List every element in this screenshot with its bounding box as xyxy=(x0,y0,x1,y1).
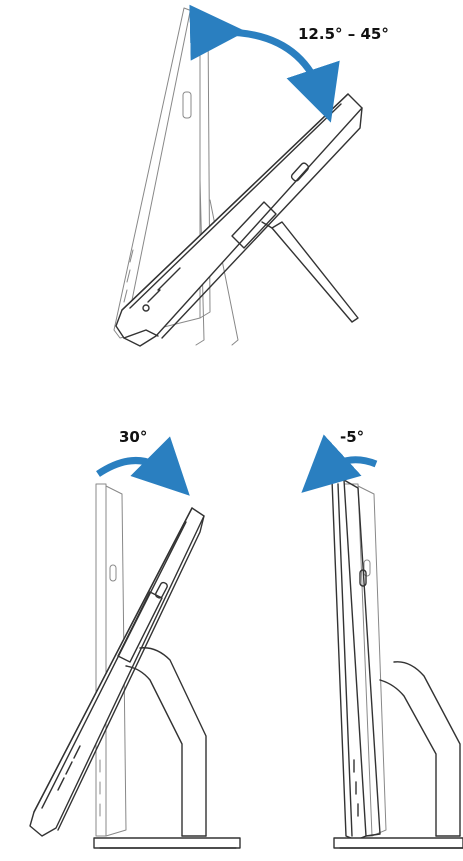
tilted-monitor xyxy=(115,93,363,347)
easel-stand-figure xyxy=(113,4,363,347)
forward-tilt-label: 30° xyxy=(119,428,148,446)
back-tilt-label: -5° xyxy=(340,428,365,446)
tilt-back-arrow-icon xyxy=(301,434,378,493)
easel-leg xyxy=(261,221,359,323)
tilt-range-arrow-icon xyxy=(189,4,340,123)
forward-tilt-figure xyxy=(29,436,241,849)
tilt-range-label: 12.5° – 45° xyxy=(298,25,389,43)
tilt-forward-arrow-icon xyxy=(96,436,190,496)
tilted-monitor-left xyxy=(29,507,205,837)
tilted-monitor-right xyxy=(331,479,381,841)
pedestal-stand-left xyxy=(93,647,241,849)
pedestal-stand-right xyxy=(333,661,463,849)
back-tilt-figure xyxy=(301,434,463,849)
